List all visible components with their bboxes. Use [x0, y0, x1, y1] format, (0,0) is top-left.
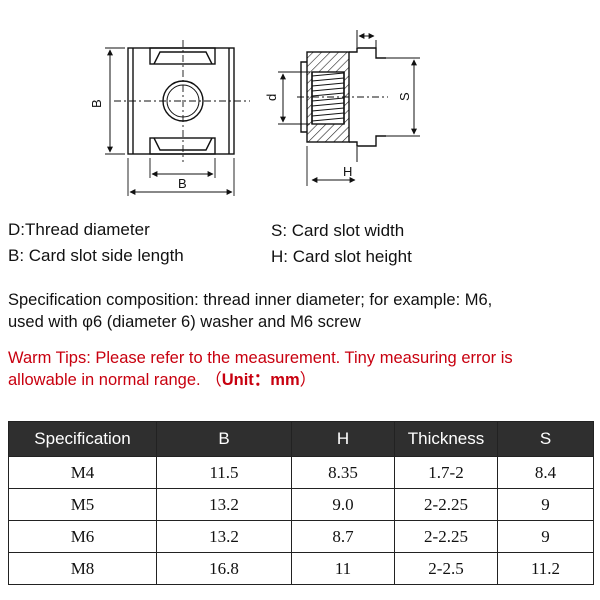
specification-composition: Specification composition: thread inner …: [8, 289, 596, 333]
specification-table: Specification B H Thickness S M4 11.5 8.…: [8, 421, 594, 585]
header-specification: Specification: [8, 421, 157, 457]
technical-drawing: B B: [89, 30, 420, 196]
cell-thickness: 1.7-2: [394, 456, 498, 489]
cell-h: 8.7: [291, 520, 395, 553]
warning-text: allowable in normal range. （: [8, 371, 222, 389]
legend-card-slot-side-length: B: Card slot side length: [8, 246, 184, 265]
cell-thickness: 2-2.25: [394, 520, 498, 553]
header-thickness: Thickness: [394, 421, 498, 457]
front-view-width-label: B: [178, 176, 187, 191]
cell-b: 11.5: [156, 456, 292, 489]
side-view-height-label: H: [343, 164, 352, 179]
table-row: M6 13.2 8.7 2-2.25 9: [8, 520, 594, 553]
cell-b: 13.2: [156, 520, 292, 553]
warning-line-1: Warm Tips: Please refer to the measureme…: [8, 349, 513, 367]
composition-line-2: used with φ6 (diameter 6) washer and M6 …: [8, 313, 361, 331]
cell-s: 9: [497, 520, 594, 553]
cell-specification: M8: [8, 552, 157, 585]
table-header-row: Specification B H Thickness S: [8, 421, 594, 457]
header-b: B: [156, 421, 292, 457]
unit-note: Unit：mm: [221, 371, 300, 389]
side-view-thread-label: d: [264, 94, 279, 101]
side-view: [278, 30, 420, 186]
cell-thickness: 2-2.5: [394, 552, 498, 585]
front-view: [105, 40, 250, 196]
header-s: S: [497, 421, 594, 457]
header-h: H: [291, 421, 395, 457]
cell-s: 9: [497, 488, 594, 521]
cell-b: 16.8: [156, 552, 292, 585]
legend-card-slot-width: S: Card slot width: [271, 221, 405, 240]
warning-close-paren: ）: [299, 371, 317, 389]
table-row: M4 11.5 8.35 1.7-2 8.4: [8, 456, 594, 489]
cell-specification: M6: [8, 520, 157, 553]
table-row: M8 16.8 11 2-2.5 11.2: [8, 552, 594, 585]
legend-thread-diameter: D:Thread diameter: [8, 220, 150, 239]
warm-tips: Warm Tips: Please refer to the measureme…: [8, 347, 596, 391]
cell-b: 13.2: [156, 488, 292, 521]
cell-thickness: 2-2.25: [394, 488, 498, 521]
side-view-slot-label: S: [397, 92, 412, 101]
table-row: M5 13.2 9.0 2-2.25 9: [8, 488, 594, 521]
cell-h: 11: [291, 552, 395, 585]
cell-specification: M4: [8, 456, 157, 489]
cell-s: 8.4: [497, 456, 594, 489]
cell-h: 8.35: [291, 456, 395, 489]
cell-s: 11.2: [497, 552, 594, 585]
cell-specification: M5: [8, 488, 157, 521]
composition-line-1: Specification composition: thread inner …: [8, 291, 493, 309]
warning-line-2: allowable in normal range. （Unit：mm）: [8, 369, 596, 391]
legend-card-slot-height: H: Card slot height: [271, 247, 412, 266]
cell-h: 9.0: [291, 488, 395, 521]
front-view-height-label: B: [89, 99, 104, 108]
